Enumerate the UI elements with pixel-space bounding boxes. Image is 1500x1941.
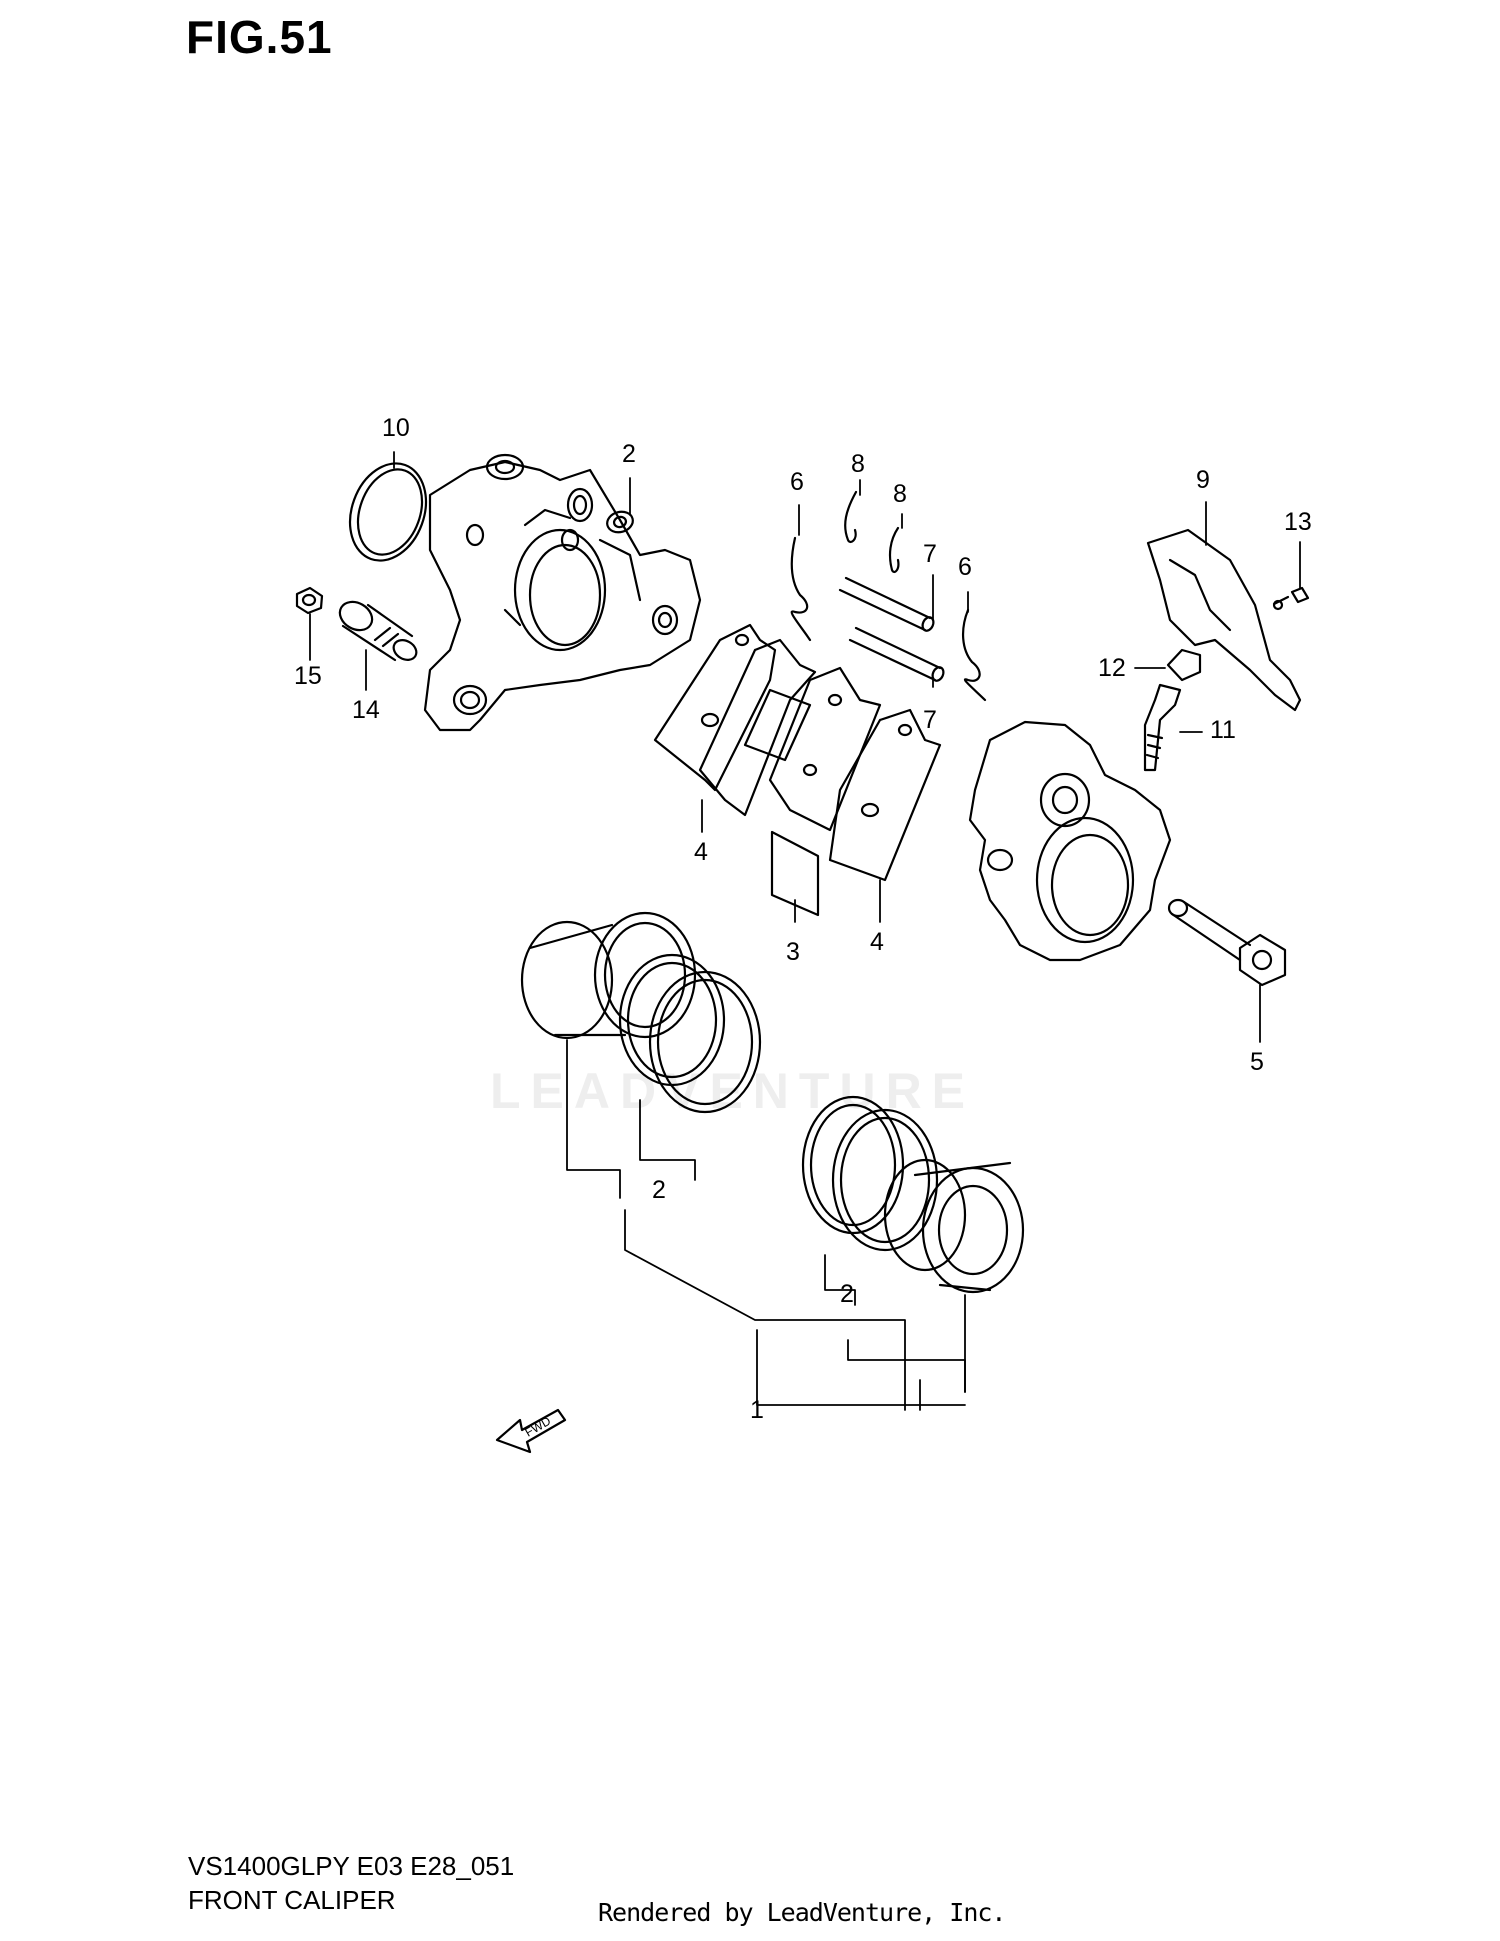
caliper-housing-right [968, 720, 1172, 962]
callout-8-right[interactable]: 8 [893, 480, 907, 508]
callout-9[interactable]: 9 [1196, 466, 1210, 494]
seal-left-2 [648, 970, 762, 1114]
part-10-o-ring [348, 462, 428, 562]
callout-7-upper[interactable]: 7 [923, 540, 937, 568]
callout-7-lower[interactable]: 7 [923, 706, 937, 734]
rendered-by-credit: Rendered by LeadVenture, Inc. [598, 1898, 1006, 1927]
part-6-spring-left [790, 536, 812, 642]
part-7-pin-upper [838, 576, 935, 632]
fwd-direction-arrow: FWD [495, 1408, 567, 1454]
part-12-bleeder-cap [1166, 648, 1202, 682]
callout-3[interactable]: 3 [786, 938, 800, 966]
callout-8-left[interactable]: 8 [851, 450, 865, 478]
callout-2-upper[interactable]: 2 [622, 440, 636, 468]
part-13-screw [1272, 586, 1310, 606]
seal-right-2 [831, 1108, 939, 1252]
part-14-sleeve-bolt [338, 600, 418, 662]
part-6-spring-right [962, 608, 987, 702]
part-7-pin-lower [848, 626, 945, 682]
model-code: VS1400GLPY E03 E28_051 [188, 1851, 515, 1881]
callout-2-lower-right[interactable]: 2 [840, 1280, 854, 1308]
callout-4-left[interactable]: 4 [694, 838, 708, 866]
callout-4-right[interactable]: 4 [870, 928, 884, 956]
seal-left-1 [618, 953, 726, 1087]
part-11-bleeder-valve [1143, 683, 1182, 772]
part-8-clip-left [844, 490, 858, 544]
part-15-cap [295, 586, 324, 615]
callout-6-right[interactable]: 6 [958, 553, 972, 581]
caliper-housing-left [423, 453, 702, 732]
callout-1[interactable]: 1 [750, 1396, 764, 1424]
figure-title: FIG.51 [186, 11, 333, 63]
brake-pads [653, 623, 942, 917]
callout-12[interactable]: 12 [1098, 654, 1126, 682]
callout-6-left[interactable]: 6 [790, 468, 804, 496]
callout-2-lower-left[interactable]: 2 [652, 1176, 666, 1204]
diagram-caption: FRONT CALIPER [188, 1885, 396, 1915]
leader-lines[interactable] [309, 451, 1301, 1411]
callout-11[interactable]: 11 [1210, 716, 1236, 744]
callout-10[interactable]: 10 [382, 414, 410, 442]
seal-right-1 [801, 1095, 905, 1235]
part-2-seal-small [606, 510, 634, 534]
part-9-cover [1146, 528, 1302, 712]
piston-right [883, 1158, 1025, 1294]
callout-15[interactable]: 15 [294, 662, 322, 690]
part-8-clip-right [888, 526, 900, 574]
callout-5[interactable]: 5 [1250, 1048, 1264, 1076]
part-5-bolt [1167, 898, 1287, 987]
callout-13[interactable]: 13 [1284, 508, 1312, 536]
callout-14[interactable]: 14 [352, 696, 380, 724]
piston-left [520, 911, 697, 1040]
